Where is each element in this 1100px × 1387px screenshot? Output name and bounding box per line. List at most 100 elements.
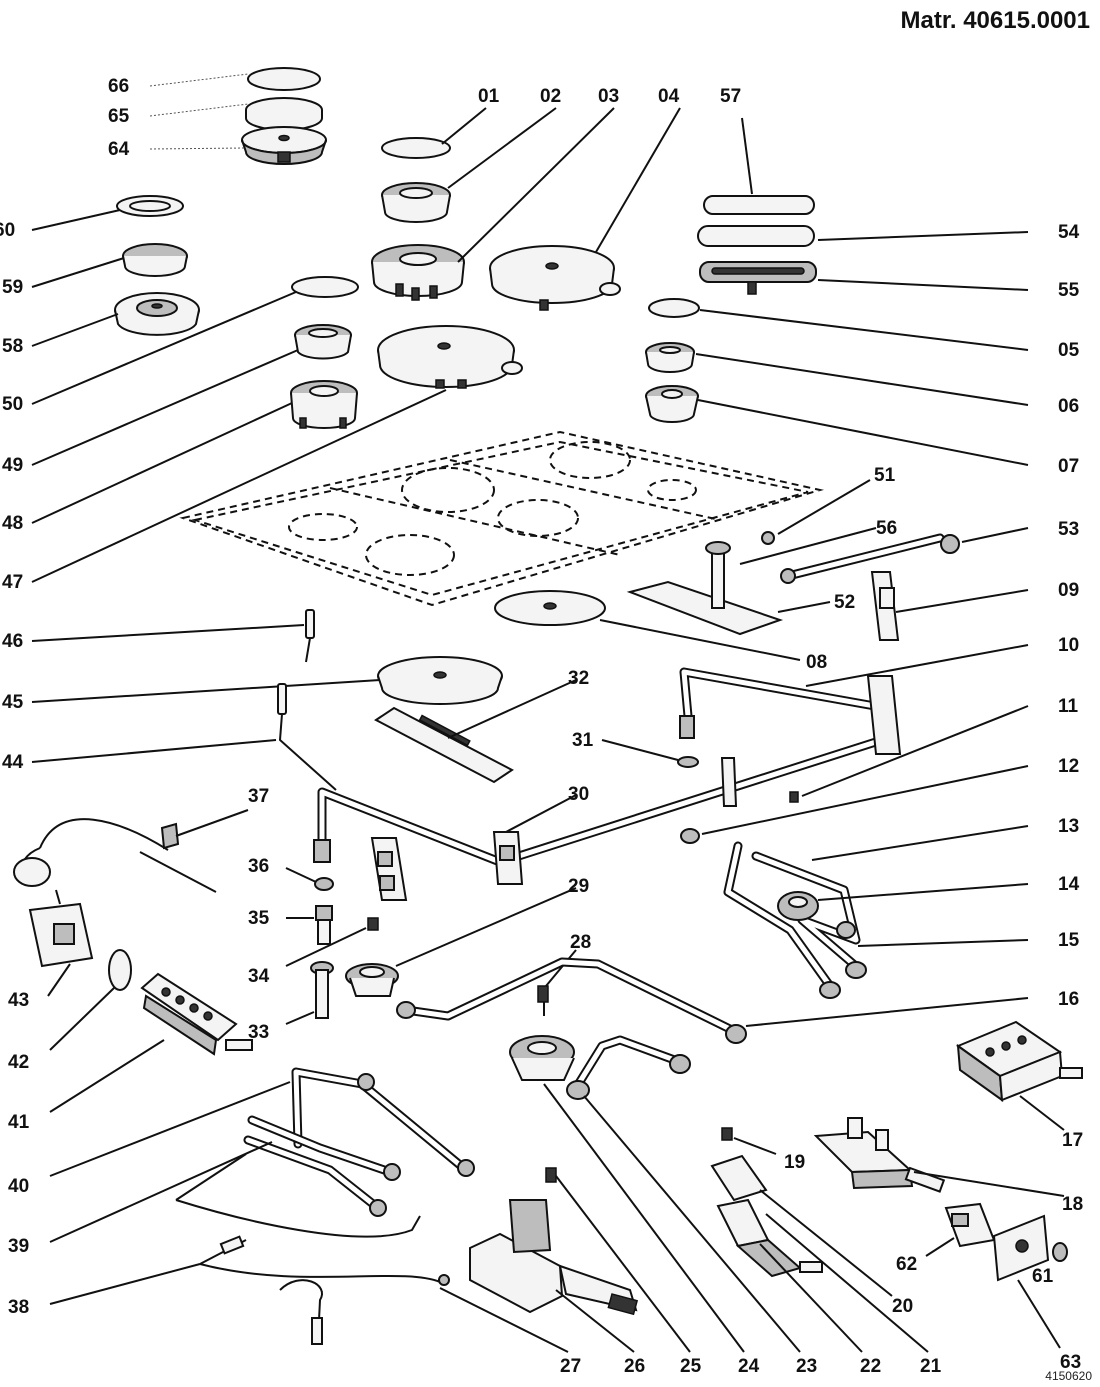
label-33: 33 [248,1022,269,1043]
label-07: 07 [1058,456,1079,477]
nut-53 [940,534,960,554]
label-40: 40 [8,1176,29,1197]
leader-08 [599,619,801,661]
injector-33 [310,961,334,1019]
leader-62 [925,1237,955,1257]
leader-64 [149,147,245,150]
label-09: 09 [1058,580,1079,601]
leader-60 [31,209,121,231]
leader-59 [31,257,125,288]
leader-23 [583,1095,801,1353]
tap-18 [813,1117,946,1193]
clip-37 [160,822,180,850]
label-39: 39 [8,1236,29,1257]
leader-21 [765,1213,929,1353]
leader-45 [31,679,381,703]
pipe-16 [396,957,747,1044]
leader-01 [441,107,487,145]
label-55: 55 [1058,280,1080,301]
label-04: 04 [658,86,680,107]
label-34: 34 [248,966,270,987]
leader-54 [817,231,1029,241]
nut-34 [367,917,379,931]
leader-36 [285,867,317,883]
leader-30 [505,794,577,833]
leader-56 [739,527,877,565]
leader-07 [697,399,1029,466]
leader-37 [175,809,249,837]
screw-25 [545,1167,557,1183]
label-12: 12 [1058,756,1079,777]
leader-19 [733,1137,777,1155]
bracket-32 [374,706,514,784]
label-25: 25 [680,1356,702,1377]
nozzle-28 [537,985,549,1016]
leader-39 [49,1141,273,1243]
leader-25 [555,1175,691,1353]
label-64: 64 [108,139,130,160]
label-52: 52 [834,592,855,613]
bracket-62 [944,1202,996,1248]
leader-66 [149,73,249,87]
pipe-40-39 [243,1067,475,1217]
label-01: 01 [478,86,500,107]
label-59: 59 [2,277,23,298]
leader-12 [701,765,1029,835]
label-17: 17 [1062,1130,1083,1151]
leader-18 [913,1171,1065,1197]
leader-40 [49,1081,291,1177]
gas-rail-30 [313,787,524,901]
part-labels: 66 65 64 60 59 58 50 49 48 47 46 45 44 4… [0,76,1083,1377]
label-31: 31 [572,730,594,751]
burner-cap-08 [494,590,606,626]
label-56: 56 [876,518,897,539]
leader-58 [31,313,119,347]
label-21: 21 [920,1356,942,1377]
label-58: 58 [2,336,23,357]
spark-plug-44 [277,683,337,791]
tap-20-22 [710,1154,823,1278]
burner-stack-01-03 [371,137,465,301]
burner-cap-47 [377,325,523,389]
label-18: 18 [1062,1194,1083,1215]
leader-55 [817,279,1029,291]
leader-10 [805,644,1029,687]
wiring-38-27 [175,1153,450,1345]
label-37: 37 [248,786,269,807]
leader-04 [595,107,681,253]
label-60: 60 [0,220,15,241]
leader-63 [1017,1279,1061,1349]
label-19: 19 [784,1152,805,1173]
leader-16 [745,997,1029,1027]
leader-06 [695,353,1029,406]
screw-11 [789,791,799,803]
leader-05 [699,309,1029,351]
label-61: 61 [1032,1266,1054,1287]
leader-14 [817,883,1029,901]
label-02: 02 [540,86,561,107]
leader-65 [149,103,249,117]
leader-57 [741,117,753,195]
label-63: 63 [1060,1352,1081,1373]
injector-35 [315,905,333,945]
part-51 [761,531,775,545]
label-50: 50 [2,394,23,415]
label-22: 22 [860,1356,881,1377]
label-32: 32 [568,668,589,689]
label-45: 45 [2,692,24,713]
leader-02 [447,107,557,189]
burner-cap-04 [489,245,621,311]
label-54: 54 [1058,222,1080,243]
washer-31 [677,756,699,768]
label-10: 10 [1058,635,1079,656]
label-66: 66 [108,76,129,97]
oval-burner-stack-54-57 [697,195,817,295]
label-06: 06 [1058,396,1079,417]
hob-top-dashed [179,430,824,607]
nut-12 [680,828,700,844]
burner-cap-45 [377,656,503,705]
burner-24-23 [509,1035,691,1100]
label-62: 62 [896,1254,917,1275]
label-65: 65 [108,106,130,127]
label-41: 41 [8,1112,30,1133]
